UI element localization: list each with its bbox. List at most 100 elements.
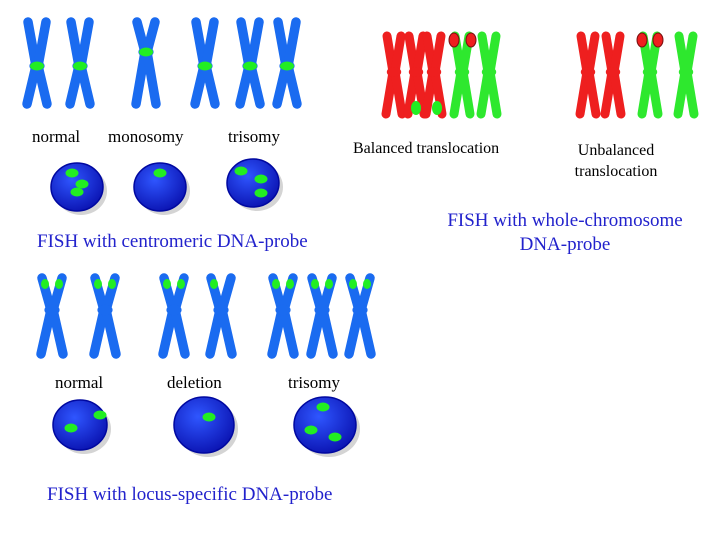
- probe-signal: [243, 61, 257, 71]
- chromosome-arm: [201, 17, 219, 71]
- chromosome: [65, 17, 95, 109]
- nucleus: [50, 162, 104, 212]
- chromosome-arm: [430, 31, 446, 77]
- translocated-segment: [652, 32, 664, 48]
- centromere: [352, 304, 368, 316]
- chromosome-arm: [646, 67, 663, 119]
- probe-signal: [177, 279, 185, 289]
- probe-signal: [139, 47, 153, 57]
- chromosome-arm: [584, 31, 600, 77]
- chromosome: [89, 273, 121, 359]
- chromosome: [131, 17, 161, 109]
- chromosome: [600, 31, 626, 119]
- probe-signal: [254, 188, 268, 198]
- probe-signal: [108, 279, 116, 289]
- centromere: [454, 67, 470, 77]
- label-deletion: deletion: [167, 373, 222, 392]
- probe-signal: [304, 425, 318, 435]
- nucleus: [173, 396, 235, 454]
- probe-signal: [254, 174, 268, 184]
- chromosome-arm: [65, 61, 84, 109]
- centromere: [386, 67, 402, 77]
- centromere: [678, 67, 694, 77]
- chromosome-arm: [89, 305, 109, 359]
- interphase-nucleus: [133, 162, 190, 215]
- centromere: [97, 304, 113, 316]
- probe-signal: [325, 279, 333, 289]
- chromosome-arm: [682, 67, 699, 119]
- chromosome-arm: [458, 67, 475, 119]
- probe-signal: [94, 279, 102, 289]
- chromosome-arm: [609, 67, 626, 119]
- chromosome: [673, 31, 699, 119]
- label-unbalanced-translocation: Unbalanced translocation: [574, 142, 658, 180]
- probe-signal: [316, 402, 330, 412]
- probe-signal: [75, 179, 89, 189]
- chromosome-arm: [609, 31, 625, 77]
- translocated-segment: [465, 32, 477, 48]
- probe-signal: [30, 61, 44, 71]
- centromere: [275, 304, 291, 316]
- chromosome: [636, 31, 664, 119]
- chromosome-arm: [131, 47, 150, 109]
- nucleus: [226, 158, 280, 208]
- probe-signal: [64, 423, 78, 433]
- probe-signal: [311, 279, 319, 289]
- chromosome: [575, 31, 601, 119]
- chromosome: [465, 31, 502, 119]
- probe-signal: [55, 279, 63, 289]
- chromosome-arm: [279, 305, 299, 359]
- probe-signal: [349, 279, 357, 289]
- probe-signal: [65, 168, 79, 178]
- probe-signal: [280, 61, 294, 71]
- chromosome-arm: [412, 31, 428, 77]
- chromosome-arm: [682, 31, 698, 77]
- centromere: [44, 304, 60, 316]
- centromere: [605, 67, 621, 77]
- chromosome: [381, 31, 407, 119]
- interphase-nucleus: [173, 396, 238, 457]
- chromosome-arm: [318, 305, 338, 359]
- probe-signal: [73, 61, 87, 71]
- chromosome: [421, 31, 447, 119]
- chromosome: [448, 31, 475, 119]
- chromosome-arm: [170, 305, 190, 359]
- chromosome-arm: [76, 61, 95, 109]
- chromosome-arm: [201, 61, 220, 109]
- chromosome-arm: [390, 31, 406, 77]
- chromosome-arm: [267, 305, 287, 359]
- chromosome: [272, 17, 302, 109]
- chromosome-arm: [217, 305, 237, 359]
- centromere: [314, 304, 330, 316]
- label-trisomy-centromeric: trisomy: [228, 127, 280, 146]
- nucleus: [52, 399, 108, 451]
- probe-signal: [202, 412, 216, 422]
- probe-signal: [234, 166, 248, 176]
- probe-signal: [411, 101, 421, 115]
- centromere: [166, 304, 182, 316]
- chromosome-arm: [158, 305, 178, 359]
- chromosome-arm: [235, 61, 254, 109]
- chromosome-arm: [205, 305, 225, 359]
- chromosome: [306, 273, 338, 359]
- centromere: [408, 67, 424, 77]
- chromosome: [344, 273, 376, 359]
- chromosome-arm: [22, 61, 41, 109]
- probe-signal: [363, 279, 371, 289]
- probe-signal: [286, 279, 294, 289]
- caption-centromeric-probe: FISH with centromeric DNA-probe: [37, 231, 308, 252]
- caption-whole-chromosome-probe: FISH with whole-chromosome DNA-probe: [447, 210, 683, 255]
- chromosome-arm: [283, 61, 302, 109]
- chromosome-layer: [22, 17, 699, 359]
- centromere: [481, 67, 497, 77]
- interphase-nucleus: [50, 162, 107, 215]
- chromosome-arm: [101, 305, 121, 359]
- label-normal-centromeric: normal: [32, 127, 81, 146]
- chromosome-arm: [33, 17, 51, 71]
- chromosome-arm: [485, 31, 501, 77]
- chromosome-arm: [344, 305, 364, 359]
- interphase-nucleus: [293, 396, 360, 457]
- chromosome: [22, 17, 52, 109]
- chromosome-arm: [76, 17, 94, 71]
